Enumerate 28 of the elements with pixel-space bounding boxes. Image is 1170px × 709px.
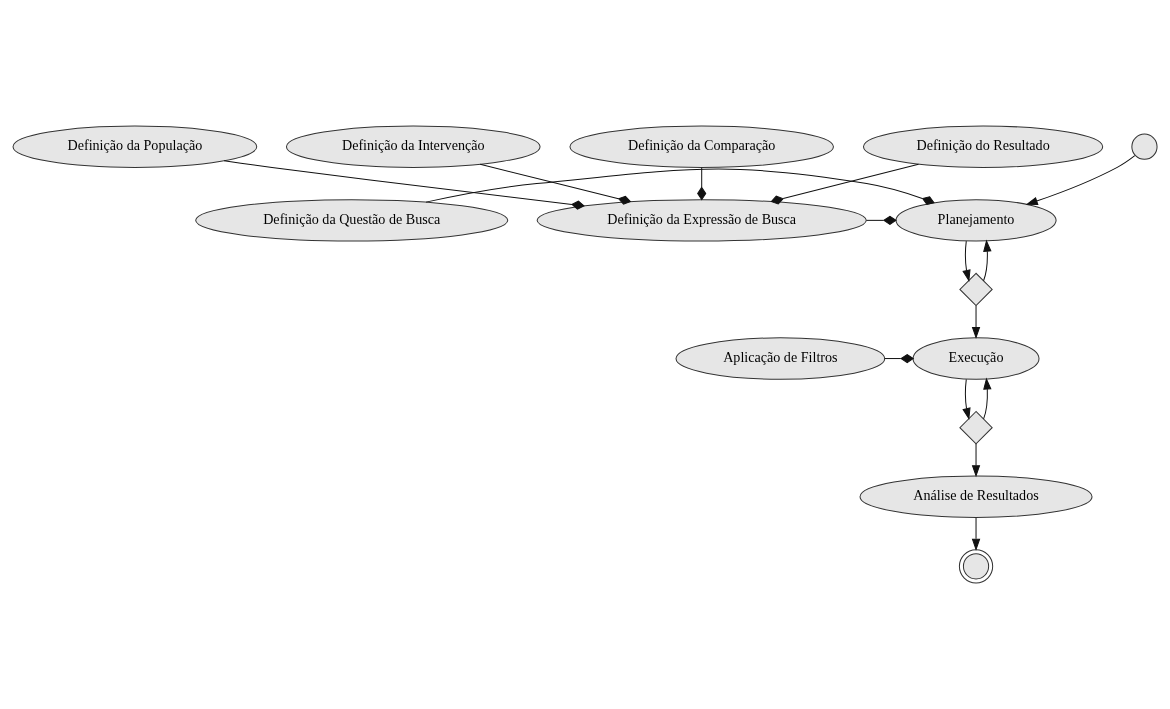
connector: [697, 167, 707, 201]
node-ellipse: Execução: [912, 337, 1040, 380]
node-ellipse: Definição da Intervenção: [285, 125, 541, 168]
node-ellipse: Aplicação de Filtros: [675, 337, 886, 380]
node-ellipse: Planejamento: [895, 199, 1057, 242]
arrow: [1025, 155, 1136, 205]
node-circle: [958, 549, 994, 584]
arrow: [971, 305, 981, 340]
connector: [865, 215, 897, 225]
connector: [223, 160, 585, 210]
node-ellipse: Definição do Resultado: [863, 125, 1104, 168]
node-ellipse: Definição da Comparação: [569, 125, 834, 168]
node-ellipse: Definição da População: [12, 125, 258, 168]
node-diamond: [959, 272, 993, 307]
arrow: [962, 240, 971, 282]
node-ellipse: Definição da Questão de Busca: [195, 199, 509, 242]
arrow: [971, 517, 981, 551]
arrow: [983, 239, 992, 282]
node-diamond: [959, 410, 993, 445]
connector: [884, 353, 915, 364]
connector: [770, 163, 920, 205]
arrow: [962, 378, 971, 421]
arrow: [983, 377, 992, 420]
connector: [479, 163, 632, 205]
arrow: [971, 443, 981, 478]
node-circle: [1131, 133, 1158, 160]
node-ellipse: Análise de Resultados: [859, 475, 1093, 518]
connector: [425, 168, 935, 205]
